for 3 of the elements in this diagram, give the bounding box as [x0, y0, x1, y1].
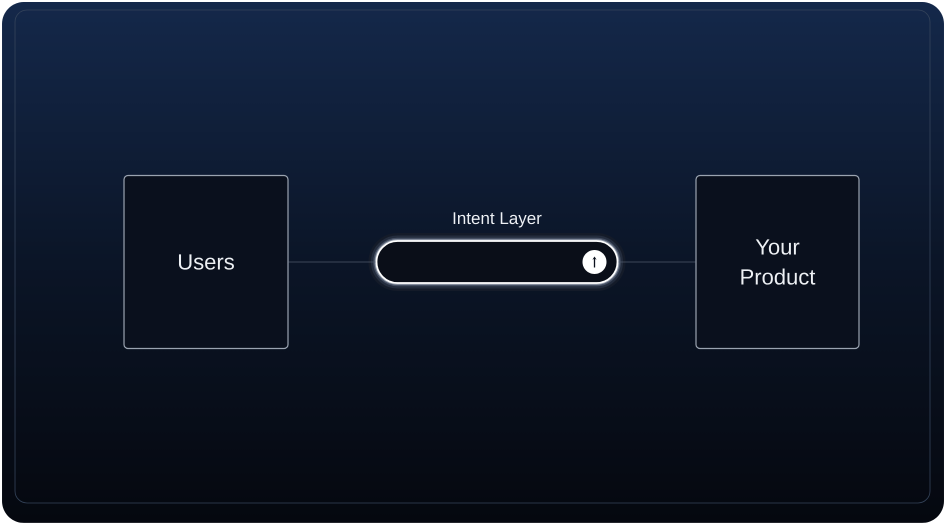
labelled-box: Your Product [695, 174, 860, 350]
node-heading: Intent Layer [454, 212, 542, 228]
labelled-box: Users [123, 174, 289, 350]
